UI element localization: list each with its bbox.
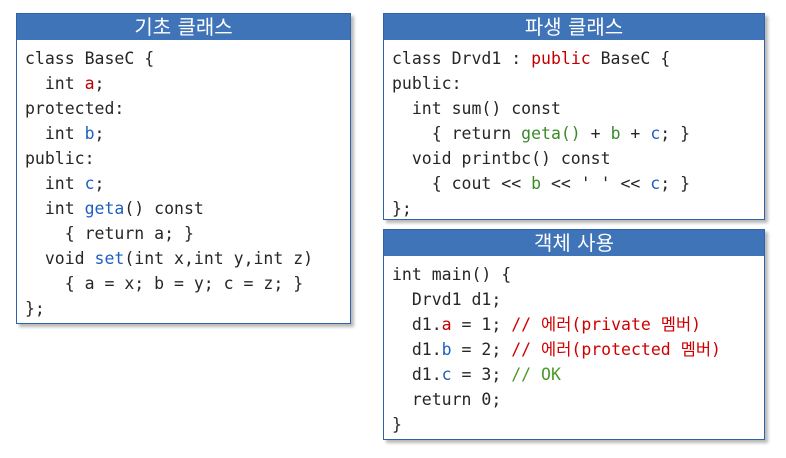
code-token: public: (25, 149, 95, 168)
code-token: a (441, 315, 452, 334)
code-line: void printbc() const (392, 146, 764, 171)
code-line: class BaseC { (25, 46, 350, 71)
code-line: int b; (25, 121, 350, 146)
code-line: } (392, 412, 764, 437)
code-token: << ' ' << (541, 174, 651, 193)
code-token: protected: (25, 99, 125, 118)
code-line: int main() { (392, 262, 764, 287)
code-token: ; (94, 174, 105, 193)
code-token: void (25, 249, 95, 268)
code-line: Drvd1 d1; (392, 287, 764, 312)
code-token: c (650, 174, 661, 193)
code-token: int (25, 74, 85, 93)
code-token: BaseC { (590, 49, 671, 68)
code-token: ; } (660, 124, 691, 143)
code-token: ; (94, 74, 105, 93)
code-token: d1. (392, 340, 442, 359)
code-token: return 0; (392, 390, 502, 409)
code-token: b (441, 340, 452, 359)
code-token: = 3; (451, 365, 512, 384)
code-line: }; (25, 296, 350, 321)
code-line: int c; (25, 171, 350, 196)
code-line: public: (392, 71, 764, 96)
code-token: // OK (511, 365, 561, 384)
object-usage-title: 객체 사용 (384, 230, 764, 256)
code-token: class Drvd1 : (392, 49, 532, 68)
code-token: { a = x; b = y; c = z; } (25, 274, 304, 293)
code-token: c (84, 174, 95, 193)
code-token: int (25, 174, 85, 193)
code-token: b (84, 124, 95, 143)
code-token: (int x,int y,int z) (124, 249, 314, 268)
code-token: b (610, 124, 621, 143)
code-token: } (392, 415, 402, 434)
base-class-title: 기초 클래스 (17, 14, 350, 40)
code-token: // 에러(private 멤버) (511, 315, 702, 334)
code-token: set (94, 249, 125, 268)
code-token: void printbc() const (392, 149, 611, 168)
code-token: class BaseC { (25, 49, 155, 68)
code-line: public: (25, 146, 350, 171)
code-token: b (531, 174, 542, 193)
code-token: int sum() const (392, 99, 561, 118)
code-line: int a; (25, 71, 350, 96)
code-token: + (580, 124, 611, 143)
code-token: Drvd1 d1; (392, 290, 502, 309)
code-token: { return a; } (25, 224, 194, 243)
object-usage-panel: 객체 사용 int main() { Drvd1 d1; d1.a = 1; /… (383, 229, 765, 440)
code-line: return 0; (392, 387, 764, 412)
code-token: int main() { (392, 265, 512, 284)
code-line: { return a; } (25, 221, 350, 246)
code-token: ; } (660, 174, 691, 193)
code-token: public: (392, 74, 462, 93)
derived-class-title: 파생 클래스 (384, 14, 764, 40)
code-token: = 1; (451, 315, 512, 334)
code-token: d1. (392, 365, 442, 384)
code-token: // 에러(protected 멤버) (511, 340, 721, 359)
code-token: c (650, 124, 661, 143)
code-line: d1.a = 1; // 에러(private 멤버) (392, 312, 764, 337)
code-token: d1. (392, 315, 442, 334)
code-token: ; (94, 124, 105, 143)
base-class-code: class BaseC { int a; protected: int b; pub… (17, 40, 350, 321)
code-token: c (441, 365, 452, 384)
code-token: { cout << (392, 174, 532, 193)
code-token: { return (392, 124, 522, 143)
code-line: class Drvd1 : public BaseC { (392, 46, 764, 71)
derived-class-panel: 파생 클래스 class Drvd1 : public BaseC {publi… (383, 13, 765, 220)
object-usage-code: int main() { Drvd1 d1; d1.a = 1; // 에러(p… (384, 256, 764, 437)
code-line: protected: (25, 96, 350, 121)
code-token: geta (84, 199, 125, 218)
code-token: int (25, 124, 85, 143)
code-line: d1.c = 3; // OK (392, 362, 764, 387)
code-line: { a = x; b = y; c = z; } (25, 271, 350, 296)
code-token: }; (392, 199, 412, 218)
code-token: public (531, 49, 591, 68)
code-line: void set(int x,int y,int z) (25, 246, 350, 271)
code-line: { cout << b << ' ' << c; } (392, 171, 764, 196)
code-token: + (620, 124, 651, 143)
code-line: int sum() const (392, 96, 764, 121)
derived-class-code: class Drvd1 : public BaseC { public: int … (384, 40, 764, 221)
code-token: }; (25, 299, 45, 318)
code-token: int (25, 199, 85, 218)
base-class-panel: 기초 클래스 class BaseC { int a; protected: in… (16, 13, 351, 324)
code-token: a (84, 74, 95, 93)
code-line: d1.b = 2; // 에러(protected 멤버) (392, 337, 764, 362)
code-line: int geta() const (25, 196, 350, 221)
code-token: () const (124, 199, 204, 218)
code-token: = 2; (451, 340, 512, 359)
code-line: }; (392, 196, 764, 221)
code-line: { return geta() + b + c; } (392, 121, 764, 146)
code-token: geta() (521, 124, 581, 143)
